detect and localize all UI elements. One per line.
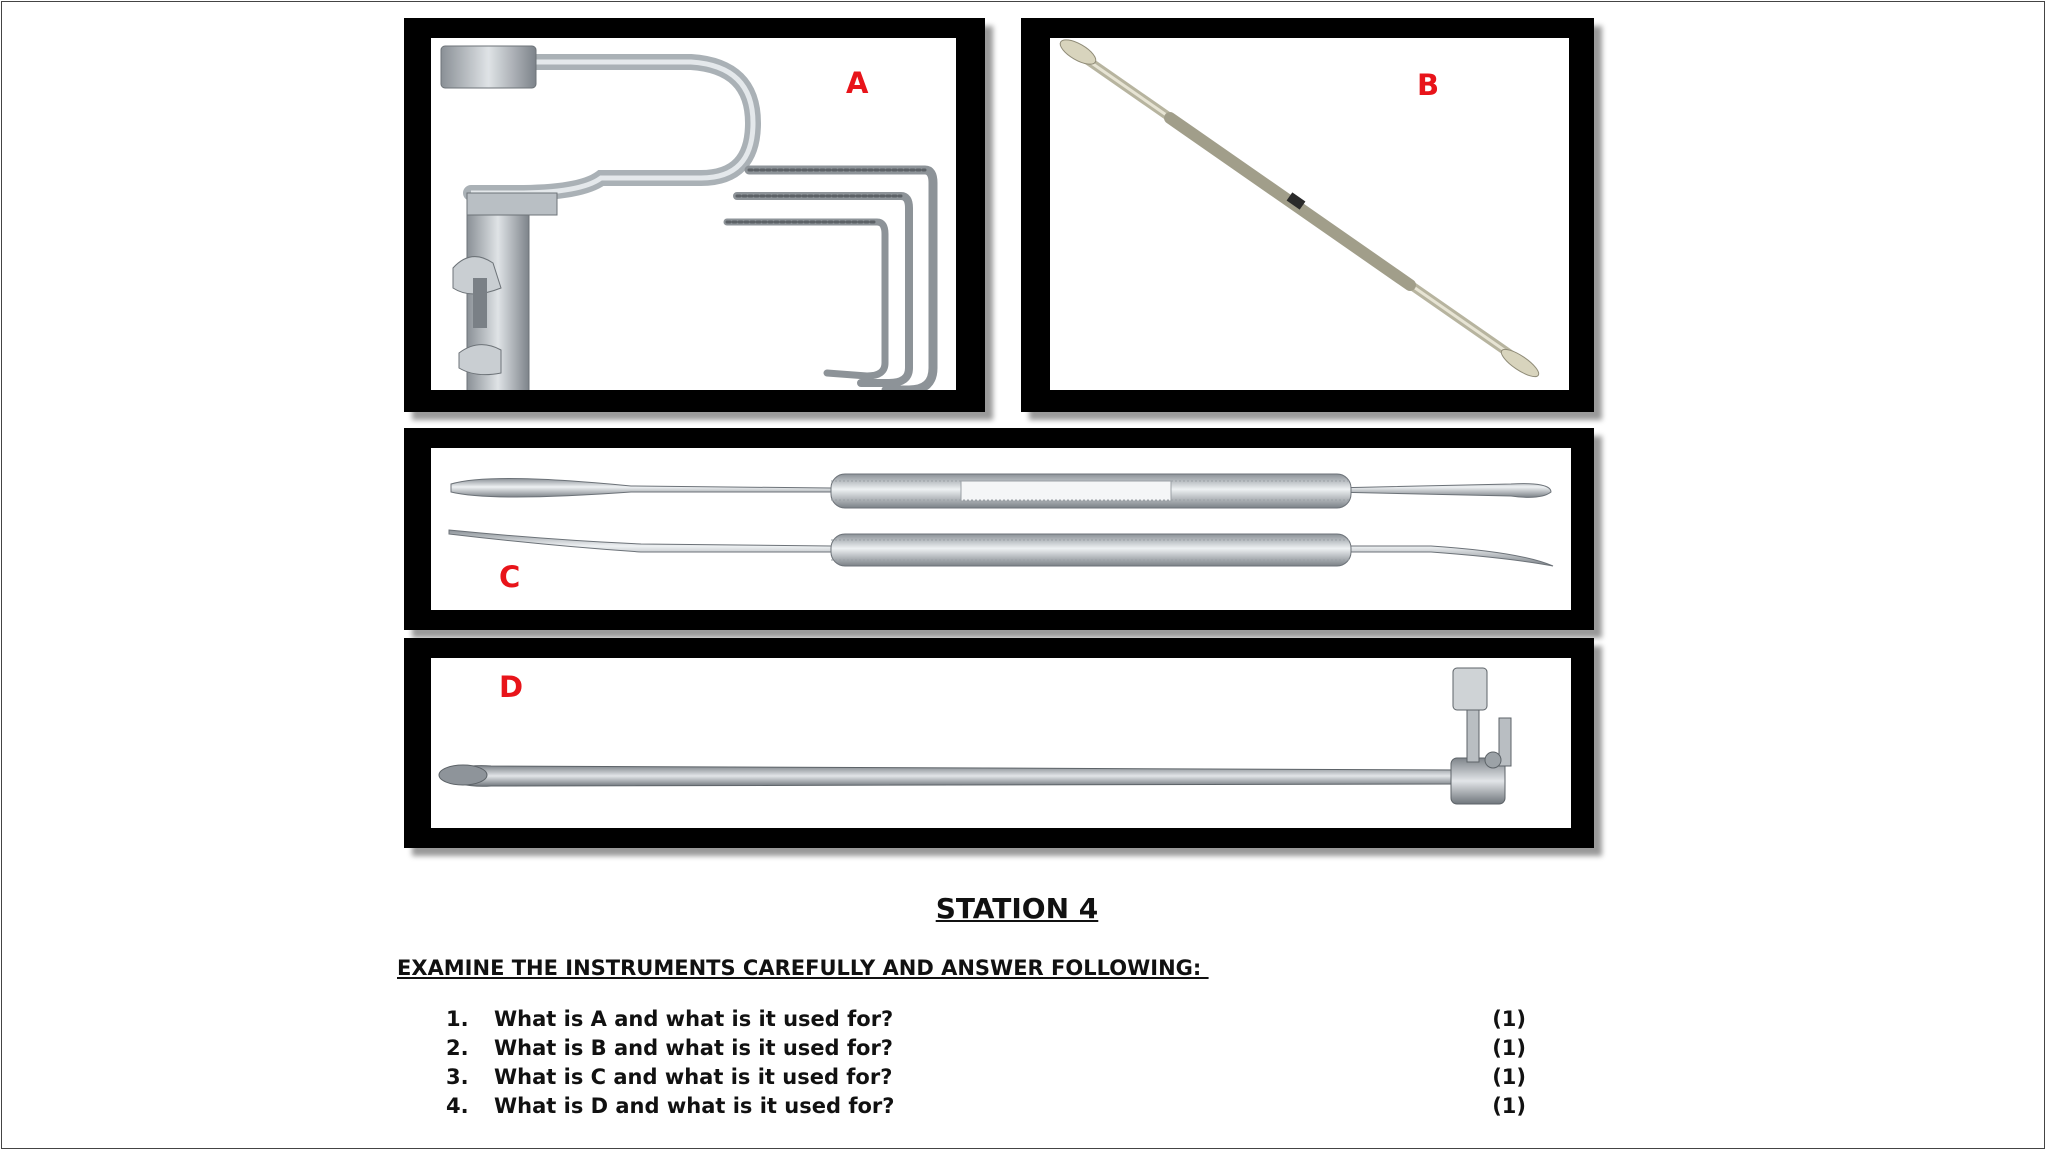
panel-label-a: A <box>846 66 869 100</box>
question-item: 3. What is C and what is it used for? (1… <box>446 1065 1526 1094</box>
question-marks: (1) <box>1492 1036 1526 1060</box>
question-text: What is D and what is it used for? <box>494 1094 895 1118</box>
retractor-set-illustration <box>440 45 938 390</box>
question-marks: (1) <box>1492 1065 1526 1089</box>
question-number: 3. <box>446 1065 469 1089</box>
station-title: STATION 4 <box>935 892 1099 925</box>
panel-label-d: D <box>499 670 524 704</box>
question-text: What is B and what is it used for? <box>494 1036 893 1060</box>
question-item: 1. What is A and what is it used for? (1… <box>446 1007 1526 1036</box>
question-list: 1. What is A and what is it used for? (1… <box>446 1007 1526 1123</box>
double-ended-curette-illustration <box>448 473 1554 567</box>
question-number: 2. <box>446 1036 469 1060</box>
double-ended-elevator-illustration <box>1059 39 1540 378</box>
panel-label-c: C <box>499 560 521 594</box>
question-number: 4. <box>446 1094 469 1118</box>
instrument-panel-d: D <box>404 638 1594 848</box>
instrument-panel-a: A <box>404 18 985 412</box>
suction-cannula-illustration <box>438 667 1512 805</box>
exam-instruction: EXAMINE THE INSTRUMENTS CAREFULLY AND AN… <box>397 956 1209 980</box>
instrument-panel-b: B <box>1021 18 1594 412</box>
question-marks: (1) <box>1492 1007 1526 1031</box>
question-text: What is C and what is it used for? <box>494 1065 893 1089</box>
question-item: 4. What is D and what is it used for? (1… <box>446 1094 1526 1123</box>
panel-label-b: B <box>1417 68 1440 102</box>
instrument-panel-c: C <box>404 428 1594 630</box>
question-marks: (1) <box>1492 1094 1526 1118</box>
question-number: 1. <box>446 1007 469 1031</box>
question-item: 2. What is B and what is it used for? (1… <box>446 1036 1526 1065</box>
question-text: What is A and what is it used for? <box>494 1007 894 1031</box>
